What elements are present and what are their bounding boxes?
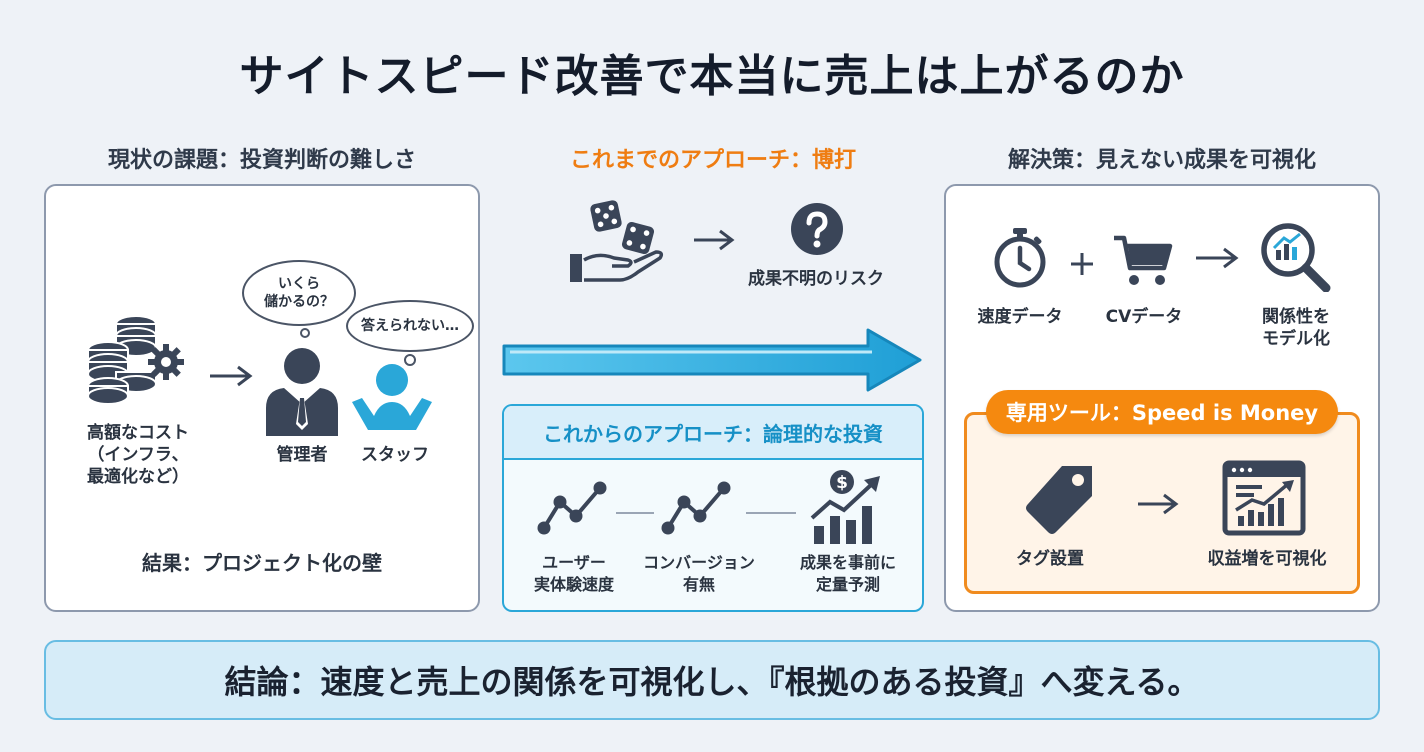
revenue-dashboard-icon	[1222, 460, 1306, 536]
stopwatch-icon	[992, 226, 1048, 288]
manager-icon	[264, 346, 340, 436]
solution-heading: 解決策：見えない成果を可視化	[1007, 148, 1316, 173]
past-approach-heading: これまでのアプローチ：博打	[569, 148, 856, 173]
future-approach-heading: これからのアプローチ：論理的な投資	[504, 406, 922, 460]
step-label: ユーザー 実体験速度	[533, 553, 614, 594]
tag-icon	[1022, 462, 1098, 538]
question-icon	[790, 202, 844, 256]
revenue-visualize-label: 収益増を可視化	[1207, 549, 1327, 569]
cart-icon	[1112, 232, 1174, 288]
left-section-heading: 現状の課題：投資判断の難しさ	[107, 148, 416, 173]
dice-hand-icon	[568, 196, 664, 288]
model-label: 関係性を モデル化	[1262, 307, 1330, 349]
arrow-right-icon	[1194, 246, 1240, 270]
manager-speech-bubble: いくら 儲かるの？	[242, 260, 356, 326]
result-label: 結果：プロジェクト化の壁	[142, 551, 382, 575]
step-label: 成果を事前に 定量予測	[799, 553, 896, 594]
arrow-right-icon	[692, 228, 736, 252]
staff-label: スタッフ	[361, 445, 429, 465]
conclusion-banner: 結論：速度と売上の関係を可視化し、『根拠のある投資』へ変える。	[44, 640, 1380, 720]
trend-icon	[534, 478, 610, 540]
speed-data-label: 速度データ	[977, 307, 1063, 327]
manager-label: 管理者	[276, 445, 328, 465]
tag-setup-label: タグ設置	[1016, 549, 1084, 569]
plus-icon	[1068, 250, 1096, 278]
future-approach-panel: これからのアプローチ：論理的な投資	[502, 404, 924, 612]
cost-label: 高額なコスト （インフラ、 最適化など）	[87, 423, 189, 487]
page-title: サイトスピード改善で本当に売上は上がるのか	[239, 51, 1185, 102]
svg-text:$: $	[836, 473, 848, 493]
connector-line	[746, 512, 796, 514]
cv-data-label: CVデータ	[1105, 307, 1183, 327]
staff-icon	[350, 358, 434, 436]
staff-speech-bubble: 答えられない…	[346, 300, 474, 352]
arrow-right-icon	[1136, 492, 1180, 516]
connector-line	[616, 512, 654, 514]
step-label: コンバージョン 有無	[643, 553, 755, 594]
risk-label: 成果不明のリスク	[748, 269, 884, 289]
trend-icon	[658, 478, 734, 540]
big-arrow-icon	[500, 326, 924, 394]
arrow-right-icon	[208, 364, 254, 388]
gear-icon	[146, 342, 186, 382]
magnifier-chart-icon	[1258, 220, 1334, 292]
bubble-dot	[404, 354, 416, 366]
growth-chart-icon: $	[808, 468, 886, 548]
bubble-dot	[300, 328, 310, 338]
coins-icon	[86, 312, 158, 408]
tool-title: 専用ツール：Speed is Money	[986, 390, 1338, 434]
